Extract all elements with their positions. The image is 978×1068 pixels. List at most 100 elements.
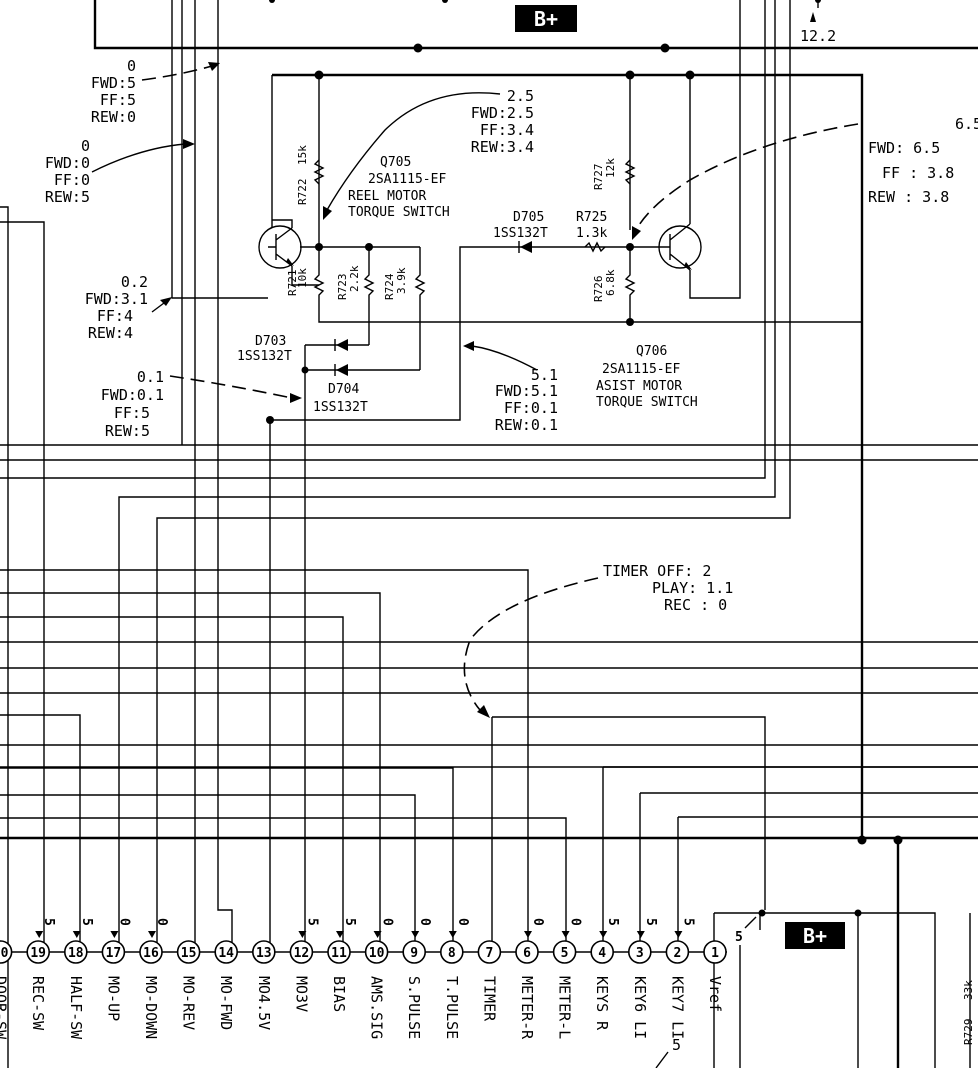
note5-line1: 0.2: [121, 273, 148, 291]
pin-19-number: 19: [30, 946, 46, 961]
pin-8-name: T.PULSE: [443, 976, 461, 1039]
pin-19-voltage-arrow: [35, 931, 44, 938]
note6-line3: FF:5: [114, 404, 150, 422]
note5-line4: REW:4: [88, 324, 133, 342]
pin-16-name: MO-DOWN: [142, 976, 160, 1039]
pin-6-name: METER-R: [518, 976, 536, 1040]
pin-19-name: REC-SW: [29, 976, 47, 1031]
timer-line3: REC : 0: [664, 596, 727, 614]
pin-15-name: MO-REV: [180, 976, 198, 1030]
pin-9-voltage-arrow: [411, 931, 420, 938]
right-bus: [0, 444, 978, 1068]
pin-1-circle: [703, 940, 727, 964]
r723-ref: R723: [336, 274, 349, 301]
top-rail-voltage: 12.2: [800, 27, 836, 45]
pin-4-number: 4: [598, 946, 606, 961]
pin-9-circle: [402, 940, 427, 964]
timer-line1: TIMER OFF: 2: [603, 562, 711, 580]
pin-15-circle: [176, 940, 201, 964]
pin-3-circle: [627, 940, 652, 964]
pin-11-voltage-arrow: [336, 931, 344, 938]
pin-20-number: 20: [0, 946, 9, 961]
pin-12-circle: [289, 940, 314, 964]
note1-line1: 0: [127, 57, 136, 75]
pin-10-circle: [364, 940, 389, 964]
r722-ref: R722: [296, 179, 309, 206]
bottom-rail-voltage: 5: [735, 930, 743, 945]
key-volt: 5: [672, 1036, 681, 1054]
pin-10-voltage-arrow: [373, 931, 382, 938]
note5-line2: FWD:3.1: [85, 290, 148, 308]
pin-14-circle: [214, 940, 238, 964]
torque-bus: [271, 70, 864, 840]
pin-18-name: HALF-SW: [67, 976, 85, 1040]
note3-line3: FF:3.4: [480, 121, 534, 139]
r727-value: 12k: [604, 158, 617, 178]
pin-12-voltage-arrow: [298, 931, 307, 938]
r721-value: 10k: [296, 268, 309, 288]
r729-value: 33k: [962, 980, 975, 1000]
pin-6-circle: [515, 940, 539, 964]
pin-12-name: MO3V: [292, 976, 310, 1012]
note7-line4: REW:0.1: [495, 416, 558, 434]
pin-6-voltage-arrow: [524, 931, 532, 938]
r723-value: 2.2k: [348, 265, 361, 292]
pin-18-voltage: 5: [79, 918, 94, 926]
timer-line2: PLAY: 1.1: [652, 579, 733, 597]
pin-9-number: 9: [410, 946, 418, 961]
pin-4-circle: [590, 940, 615, 964]
pin-17-name: MO-UP: [104, 976, 122, 1021]
pin-1-number: 1: [711, 946, 719, 961]
note1-line2: FWD:5: [91, 74, 136, 92]
pin-2-voltage: 5: [680, 918, 695, 926]
pin-13-circle: [251, 940, 276, 964]
pin-3-voltage-arrow: [636, 931, 645, 938]
d704-ref: D704: [328, 382, 359, 397]
pin-2-circle: [665, 940, 690, 964]
timer-note: TIMER OFF: 2 PLAY: 1.1 REC : 0: [463, 562, 733, 718]
pin-2-voltage-arrow: [674, 931, 683, 938]
note7-line1: 5.1: [531, 366, 558, 384]
pin-17-circle: [101, 940, 126, 964]
note4-line1: 6.5: [955, 115, 978, 133]
q706-func2: TORQUE SWITCH: [596, 395, 698, 410]
d703-part: 1SS132T: [237, 349, 292, 364]
top-b-plus-label: B+: [534, 7, 558, 31]
note6-line2: FWD:0.1: [101, 386, 164, 404]
d705-part: 1SS132T: [493, 226, 548, 241]
q706-func1: ASIST MOTOR: [596, 379, 682, 394]
pin-16-voltage-arrow: [148, 931, 156, 938]
note7-line3: FF:0.1: [504, 399, 558, 417]
r729-ref: R729: [962, 1019, 975, 1046]
pin-7-number: 7: [485, 946, 493, 961]
pin-10-name: AMS.SIG: [368, 976, 386, 1039]
voltage-notes: 0 FWD:5 FF:5 REW:0 0 FWD:0 FF:0 REW:5 2.…: [45, 57, 978, 440]
note4-line3: FF : 3.8: [882, 164, 954, 182]
q705-ref: Q705: [380, 155, 411, 170]
d705-ref: D705: [513, 210, 544, 225]
pin-6-voltage: 0: [530, 918, 545, 926]
note1-line3: FF:5: [100, 91, 136, 109]
pin-10-number: 10: [369, 946, 385, 961]
note6-line4: REW:5: [105, 422, 150, 440]
r724-ref: R724: [383, 273, 396, 300]
bottom-rail: B+ 5 R729 33k 5: [655, 909, 975, 1068]
note5-line3: FF:4: [97, 307, 133, 325]
pin-17-voltage: 0: [116, 918, 131, 926]
d704-part: 1SS132T: [313, 400, 368, 415]
r725-value: 1.3k: [576, 226, 607, 241]
q705-func2: TORQUE SWITCH: [348, 205, 450, 220]
r727-ref: R727: [592, 164, 605, 191]
pin-4-voltage-arrow: [599, 931, 608, 938]
pin-16-number: 16: [143, 946, 159, 961]
pin-1-name: Vref: [706, 976, 724, 1012]
pin-18-number: 18: [68, 946, 84, 961]
r724-value: 3.9k: [395, 267, 408, 294]
pin-15-number: 15: [181, 946, 197, 961]
pin-11-number: 11: [331, 946, 347, 961]
pin-20-circle: [0, 940, 13, 964]
pin-9-voltage: 0: [417, 918, 432, 926]
pin-20-name: DOOR-SW: [0, 976, 10, 1040]
